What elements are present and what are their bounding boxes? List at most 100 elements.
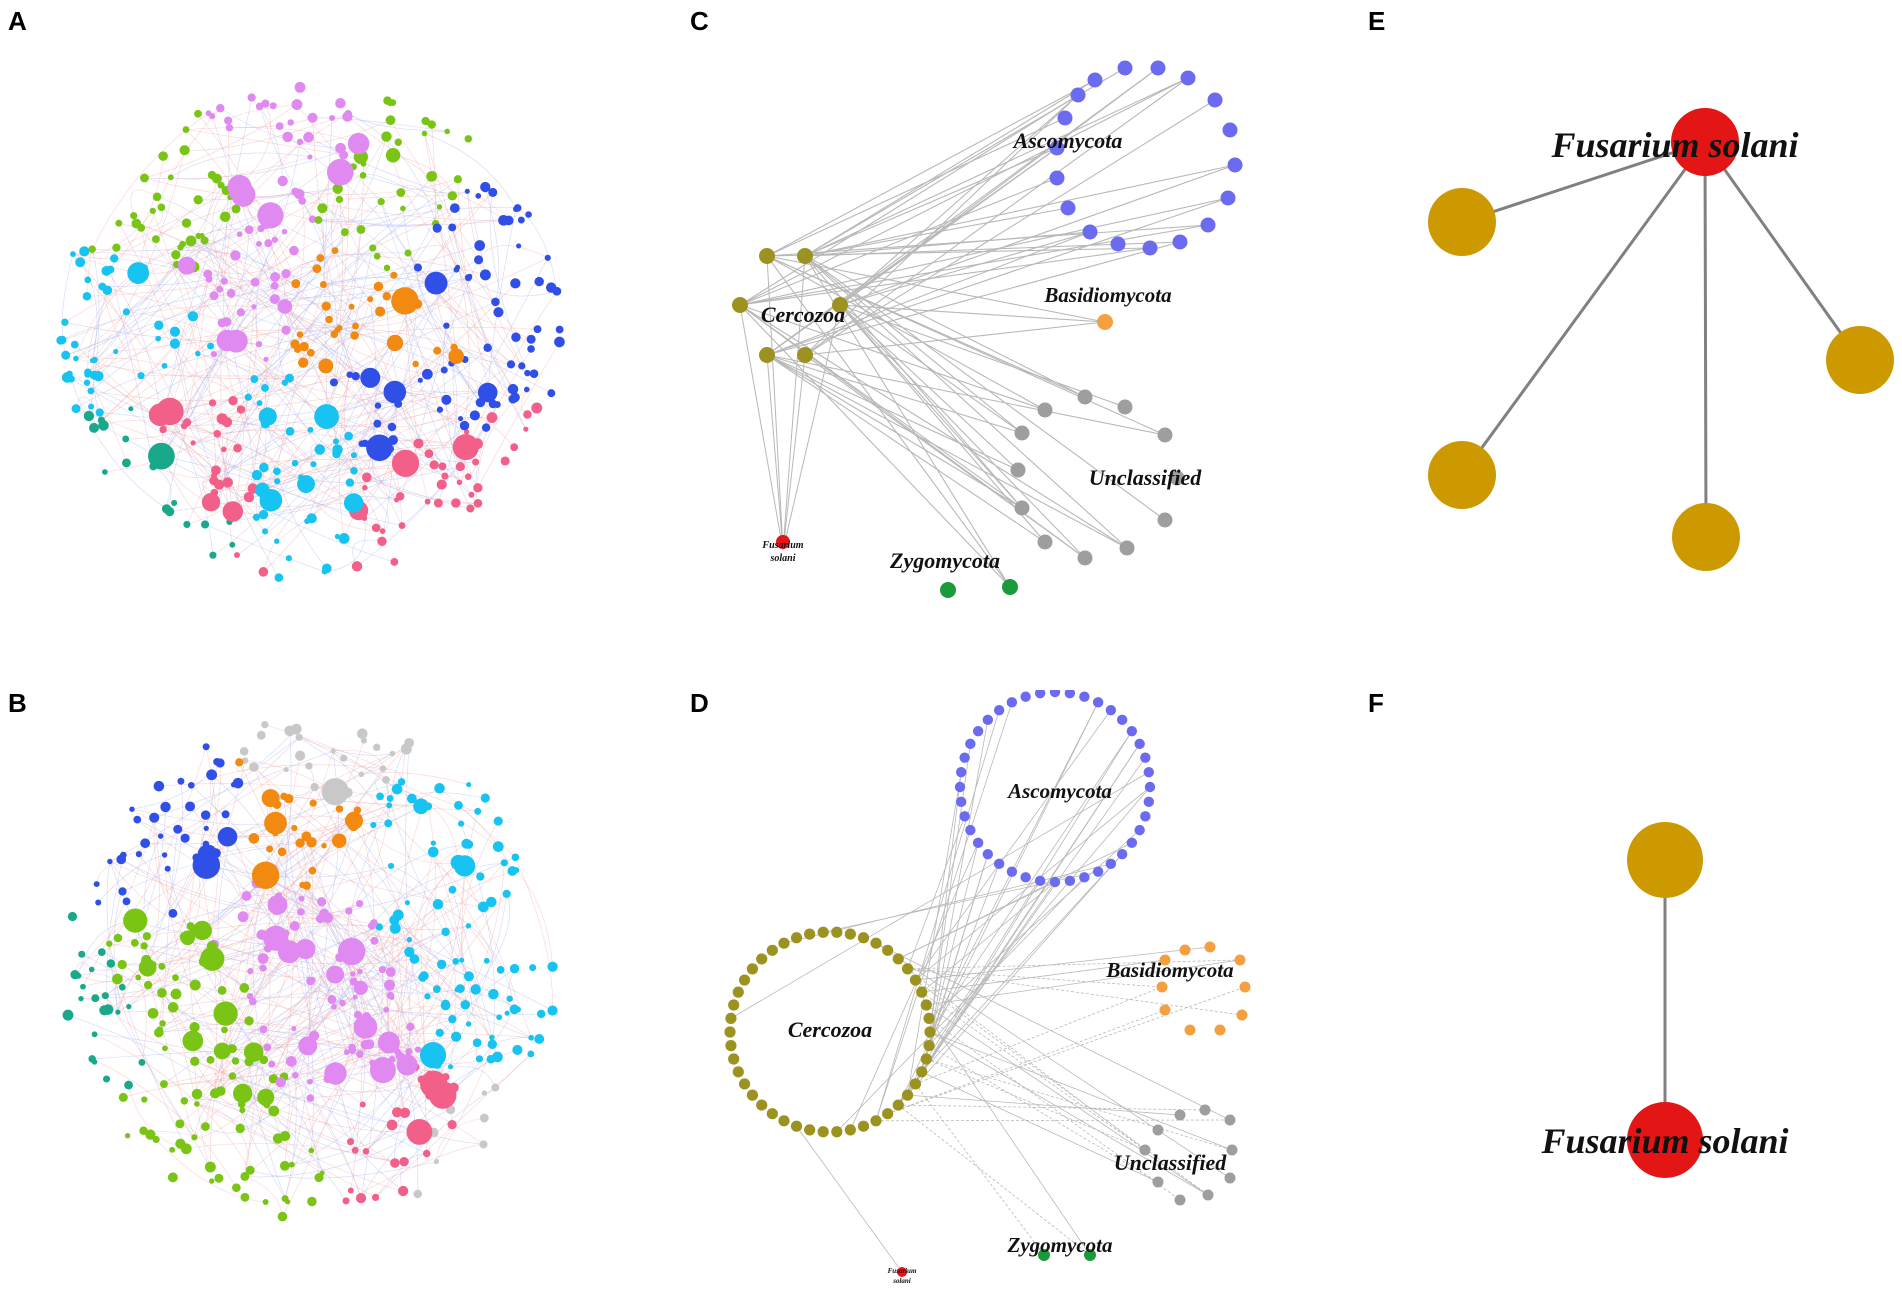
basidiomycota-node — [1204, 941, 1216, 953]
network-node — [185, 801, 196, 812]
network-node — [250, 277, 260, 287]
network-node — [383, 96, 392, 105]
network-f-graph: Fusarium solani — [1540, 822, 1789, 1178]
network-node — [257, 953, 269, 964]
edge — [229, 487, 366, 523]
network-node — [453, 800, 463, 810]
edge — [115, 330, 287, 352]
edge — [354, 206, 440, 336]
edge — [252, 984, 390, 1002]
edge — [214, 467, 412, 494]
network-node — [179, 240, 187, 248]
ascomycota-node — [1020, 691, 1031, 702]
edge — [166, 306, 255, 509]
edge — [766, 197, 1229, 356]
network-node — [329, 114, 336, 122]
network-node — [267, 895, 288, 915]
ascomycota-node — [1110, 236, 1126, 252]
network-node — [421, 116, 430, 126]
network-node — [70, 970, 80, 980]
edge — [928, 719, 989, 1046]
edge — [352, 961, 456, 982]
network-node — [302, 881, 312, 890]
edge — [352, 539, 383, 567]
ascomycota-node — [1092, 866, 1104, 877]
edge — [926, 1004, 1209, 1196]
edge — [265, 1046, 353, 1098]
network-node — [187, 311, 199, 322]
edge — [355, 276, 470, 327]
network-node — [450, 1031, 462, 1042]
network-node — [453, 266, 460, 273]
network-node — [417, 377, 423, 383]
edge — [210, 141, 301, 347]
edge — [766, 354, 1023, 434]
basidiomycota-node — [1159, 1004, 1171, 1016]
network-node — [228, 395, 238, 406]
network-node — [161, 852, 168, 858]
network-node — [436, 479, 447, 490]
network-node — [396, 1054, 418, 1076]
network-node — [329, 378, 338, 387]
edge — [284, 306, 428, 375]
edge — [1703, 141, 1862, 361]
network-node — [214, 1173, 224, 1183]
edge — [303, 275, 395, 347]
network-node — [62, 1009, 74, 1021]
unclassified-node — [1174, 1194, 1186, 1206]
edge — [244, 1131, 420, 1178]
network-node — [500, 456, 510, 466]
network-node — [308, 1147, 315, 1154]
edge — [804, 354, 1086, 559]
edge — [399, 364, 512, 497]
edge — [137, 977, 147, 1063]
network-node — [332, 183, 343, 194]
network-node — [400, 205, 406, 212]
edge — [457, 862, 532, 1038]
network-node — [244, 393, 252, 401]
edge — [897, 730, 1133, 1106]
network-node — [447, 191, 458, 201]
edge — [176, 264, 217, 471]
edge — [915, 1083, 1045, 1256]
network-node — [511, 853, 520, 862]
network-node — [464, 274, 472, 282]
edge — [291, 948, 311, 1165]
edge — [929, 772, 962, 1033]
network-node — [250, 375, 259, 384]
edge — [348, 910, 390, 1048]
edge — [766, 354, 1046, 543]
edge — [377, 347, 455, 406]
edge — [422, 977, 532, 1039]
edge — [377, 255, 486, 276]
network-node — [233, 443, 242, 453]
edge — [182, 243, 352, 308]
network-node — [383, 1006, 390, 1013]
edge — [101, 295, 215, 421]
edge — [75, 242, 269, 359]
unclassified-node — [1037, 534, 1053, 550]
edge — [172, 409, 392, 428]
network-node — [385, 115, 396, 126]
edge — [766, 255, 1166, 436]
network-b-graph — [62, 721, 558, 1222]
network-node — [529, 964, 537, 972]
network-node — [308, 215, 317, 223]
ascomycota-node — [1079, 872, 1090, 883]
edge — [140, 375, 218, 435]
edge — [898, 881, 1056, 960]
edge — [766, 147, 1058, 356]
neighbor-node — [1428, 188, 1496, 256]
edge — [278, 895, 469, 930]
network-node — [210, 1088, 221, 1099]
edge — [739, 247, 1151, 306]
ascomycota-node — [1070, 87, 1086, 103]
edge — [295, 201, 382, 284]
cercozoa-node — [759, 347, 775, 363]
network-node — [306, 976, 315, 986]
edge — [144, 143, 359, 180]
network-node — [91, 1031, 98, 1038]
edge — [184, 113, 349, 151]
network-node — [455, 462, 465, 472]
edge — [275, 753, 393, 834]
